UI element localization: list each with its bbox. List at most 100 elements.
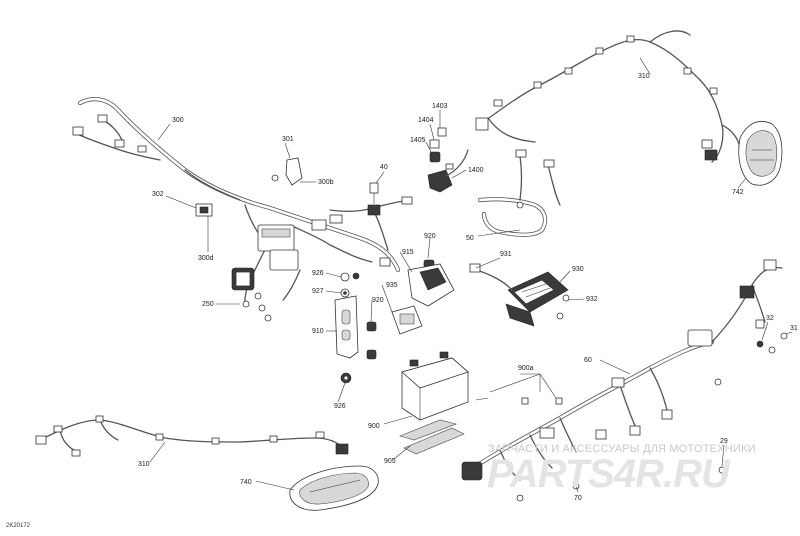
- bracket-910: [334, 295, 359, 359]
- harness-310-clip: [533, 81, 542, 89]
- harness-310-connector: [475, 117, 489, 131]
- harness-300-connector: [137, 145, 147, 153]
- cover-935-face: [399, 313, 415, 325]
- callout-250: 250: [202, 301, 214, 308]
- callout-926-bottom: 926: [334, 403, 346, 410]
- bolt-40: [369, 182, 379, 204]
- clip-302-body: [199, 206, 209, 214]
- headlight-harness-310-top: [475, 30, 741, 163]
- callout-310-top: 310: [638, 73, 650, 80]
- callout-905: 905: [384, 458, 396, 465]
- battery-bracket-assembly: [334, 259, 435, 384]
- bracket-50-fastener: [516, 201, 524, 209]
- headlamp-740-lens: [299, 472, 369, 505]
- harness-300-connector: [379, 257, 391, 267]
- battery-terminal: [409, 359, 419, 367]
- nut-926-small: [352, 272, 360, 280]
- harness-310-clip: [211, 437, 220, 445]
- harness-60-main-connector: [461, 461, 483, 481]
- bracket-910-slot: [341, 309, 351, 325]
- callout-1400: 1400: [468, 167, 484, 174]
- harness-310-clip: [626, 35, 635, 43]
- harness-300-connector: [329, 214, 343, 224]
- callout-920-top: 920: [424, 233, 436, 240]
- harness-60-connector: [739, 285, 755, 299]
- harness-60-connector: [629, 425, 641, 436]
- watermark-tagline: ЗАПЧАСТИ И АКСЕССУАРЫ ДЛЯ МОТОТЕХНИКИ: [488, 443, 756, 455]
- harness-60-connector: [611, 377, 625, 388]
- callout-926-top: 926: [312, 270, 324, 277]
- regulator-930-fins: [513, 279, 555, 305]
- harness-300-connector: [114, 139, 125, 148]
- clip-301: [285, 157, 303, 186]
- callout-300d: 300d: [198, 255, 214, 262]
- battery-screws-900a: [475, 397, 563, 405]
- callout-310-bottom: 310: [138, 461, 150, 468]
- harness-60-connector: [595, 429, 607, 440]
- callout-927: 927: [312, 288, 324, 295]
- connector-931: [469, 263, 481, 273]
- harness-310-clip: [564, 67, 573, 75]
- screw-29: [718, 466, 726, 474]
- relay-box-top: [261, 228, 291, 238]
- callout-70: 70: [574, 495, 582, 502]
- callout-301: 301: [282, 136, 294, 143]
- harness-300-connector: [97, 114, 108, 123]
- headlamp-742: [738, 121, 783, 186]
- callout-1404: 1404: [418, 117, 434, 124]
- pad-905: [403, 427, 465, 455]
- leader-lines: [149, 57, 793, 493]
- nut-1404: [429, 139, 440, 149]
- harness-310-connector: [335, 443, 349, 455]
- lower-harness-310: [35, 415, 349, 457]
- callout-900: 900: [368, 423, 380, 430]
- harness-310-clip: [155, 433, 164, 441]
- screw-932: [562, 294, 570, 302]
- bracket-50-connector: [515, 149, 527, 158]
- grommet-250: [258, 304, 266, 312]
- washer-1403: [437, 127, 447, 137]
- callout-60: 60: [584, 357, 592, 364]
- regulator-930-base: [505, 303, 535, 327]
- screw-31: [780, 332, 788, 340]
- harness-60-connector: [661, 409, 673, 420]
- bolt-40-head: [369, 182, 379, 194]
- grommet-920: [366, 321, 377, 332]
- screw: [271, 174, 279, 182]
- callout-742: 742: [732, 189, 744, 196]
- fuse-box-915-fuses: [419, 267, 447, 291]
- callout-935: 935: [386, 282, 398, 289]
- callout-1405: 1405: [410, 137, 426, 144]
- harness-60-connector: [763, 259, 777, 271]
- harness-310-clip: [683, 67, 692, 75]
- callout-900a: 900a: [518, 365, 534, 372]
- sensor-1400: [427, 169, 453, 193]
- harness-310-connector: [35, 435, 47, 445]
- callout-302: 302: [152, 191, 164, 198]
- screw-900a: [555, 397, 563, 405]
- diagram-code: 2K20172: [6, 523, 31, 529]
- harness-300-connector: [367, 204, 381, 216]
- battery-900-top: [401, 357, 469, 389]
- callout-32: 32: [766, 315, 774, 322]
- grommet-920: [366, 349, 377, 360]
- harness-60-connector-block: [687, 329, 713, 347]
- callout-29: 29: [720, 438, 728, 445]
- harness-310-connector: [701, 139, 713, 149]
- fuse-box-915: [391, 263, 455, 335]
- callout-300: 300: [172, 117, 184, 124]
- harness-60-connector: [539, 427, 555, 439]
- screw: [714, 378, 722, 386]
- washer-32: [768, 346, 776, 354]
- callout-930: 930: [572, 266, 584, 273]
- callout-915: 915: [402, 249, 414, 256]
- nut-926-bottom-hole: [343, 375, 349, 381]
- headlamp-740: [289, 465, 379, 511]
- headlamp-742-lens: [745, 130, 778, 177]
- harness-310-clip: [71, 449, 81, 457]
- bracket-910-slot: [341, 329, 351, 341]
- battery-pads-905: [399, 419, 465, 455]
- callout-920-mid: 920: [372, 297, 384, 304]
